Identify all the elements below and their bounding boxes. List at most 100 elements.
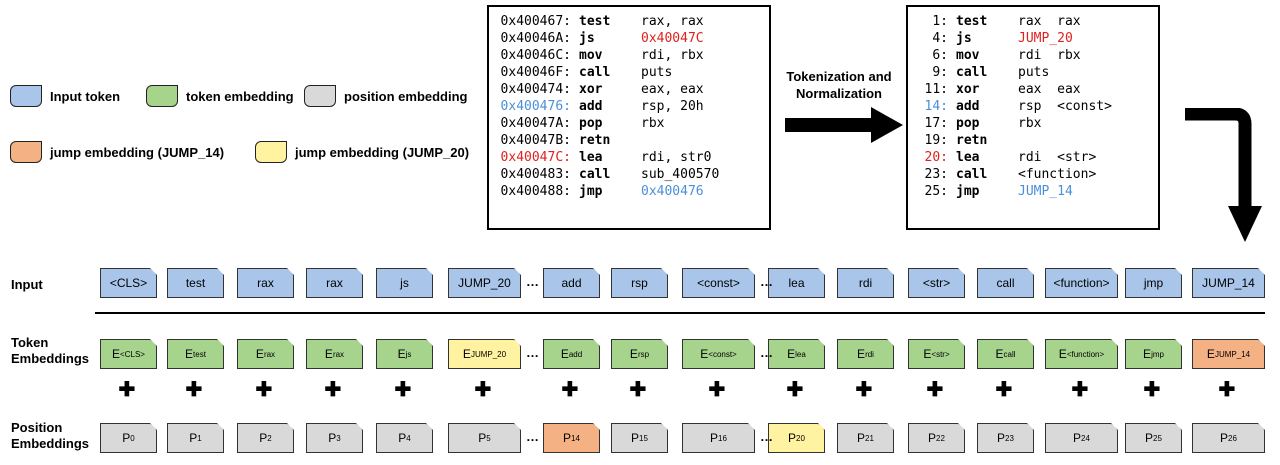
code-address: 0x400476: — [500, 99, 571, 114]
embedding-prefix: P — [928, 431, 937, 445]
embedding-prefix: E — [560, 347, 569, 361]
code-opcode: lea — [579, 150, 603, 165]
row-label-token-embeddings-text: Token Embeddings — [11, 335, 90, 366]
embedding-subscript: rax — [263, 349, 276, 359]
code-address: 19: — [924, 133, 948, 148]
plus-icon: ✚ — [1218, 379, 1236, 401]
embedding-prefix: P — [857, 431, 866, 445]
code-operands: eax eax — [1018, 82, 1081, 97]
embedding-prefix: E — [629, 347, 638, 361]
row-label-position-embeddings: Position Embeddings — [11, 420, 91, 452]
embedding-subscript: 1 — [197, 433, 202, 443]
input-token: <function> — [1045, 268, 1118, 298]
legend-position-embedding-label: position embedding — [344, 88, 468, 104]
embedding-prefix: E — [462, 347, 471, 361]
embedding-subscript: js — [405, 349, 412, 359]
token-embedding: E<CLS> — [100, 339, 157, 369]
embedding-prefix: E — [1058, 347, 1067, 361]
embedding-subscript: 25 — [1153, 433, 1162, 443]
plus-icon: ✚ — [474, 379, 492, 401]
input-token: add — [543, 268, 600, 298]
legend-jump20-label: jump embedding (JUMP_20) — [295, 144, 470, 160]
embedding-prefix: E — [923, 347, 932, 361]
input-token: js — [376, 268, 433, 298]
code-address: 20: — [924, 150, 948, 165]
code-address: 0x40047A: — [500, 116, 571, 131]
embedding-subscript: 20 — [796, 433, 805, 443]
code-opcode: jmp — [579, 184, 603, 199]
embedding-subscript: 0 — [130, 433, 135, 443]
code-address: 0x400483: — [500, 167, 571, 182]
code-opcode: js — [956, 31, 972, 46]
input-token: <str> — [908, 268, 965, 298]
code-opcode: add — [579, 99, 603, 114]
code-operands: rbx — [641, 116, 665, 131]
embedding-prefix: E — [324, 347, 333, 361]
row-label-position-embeddings-text: Position Embeddings — [11, 420, 90, 451]
embedding-subscript: 14 — [571, 433, 580, 443]
plus-icon: ✚ — [855, 379, 873, 401]
ellipsis: … — [526, 345, 539, 360]
input-token: jmp — [1125, 268, 1182, 298]
plus-icon: ✚ — [708, 379, 726, 401]
input-token: <const> — [682, 268, 755, 298]
code-address: 17: — [924, 116, 948, 131]
code-address: 0x400474: — [500, 82, 571, 97]
code-address: 0x40047C: — [500, 150, 571, 165]
code-address: 1: — [924, 14, 948, 29]
input-token: rax — [306, 268, 363, 298]
embedding-prefix: E — [185, 347, 194, 361]
plus-icon: ✚ — [255, 379, 273, 401]
code-operands: rdi rbx — [1018, 48, 1081, 63]
embedding-subscript: JUMP_14 — [1214, 349, 1251, 359]
embedding-subscript: 26 — [1228, 433, 1237, 443]
ellipsis: … — [526, 274, 539, 289]
code-opcode: pop — [956, 116, 980, 131]
code-opcode: xor — [956, 82, 980, 97]
code-operands: rdi <str> — [1018, 150, 1097, 165]
code-operands: rdi, rbx — [641, 48, 704, 63]
legend-jump14-label: jump embedding (JUMP_14) — [50, 144, 225, 160]
plus-icon: ✚ — [324, 379, 342, 401]
input-token: lea — [768, 268, 825, 298]
code-opcode: pop — [579, 116, 603, 131]
embedding-subscript: JUMP_20 — [470, 349, 507, 359]
code-operands: 0x400476 — [641, 184, 704, 199]
input-token: rsp — [611, 268, 668, 298]
plus-icon: ✚ — [786, 379, 804, 401]
embedding-subscript: call — [1003, 349, 1016, 359]
embedding-subscript: 22 — [936, 433, 945, 443]
legend-input-token-label: Input token — [50, 88, 121, 104]
code-address: 25: — [924, 184, 948, 199]
plus-icon: ✚ — [926, 379, 944, 401]
code-opcode: mov — [579, 48, 603, 63]
code-operands: rsp <const> — [1018, 99, 1112, 114]
embedding-prefix: P — [122, 431, 131, 445]
embedding-prefix: P — [259, 431, 268, 445]
code-opcode: call — [956, 65, 988, 80]
embedding-subscript: <const> — [708, 349, 737, 359]
embedding-prefix: E — [995, 347, 1004, 361]
code-address: 11: — [924, 82, 948, 97]
row-label-input: Input — [11, 277, 43, 293]
embedding-prefix: E — [700, 347, 709, 361]
code-opcode: add — [956, 99, 980, 114]
embedding-subscript: 16 — [718, 433, 727, 443]
